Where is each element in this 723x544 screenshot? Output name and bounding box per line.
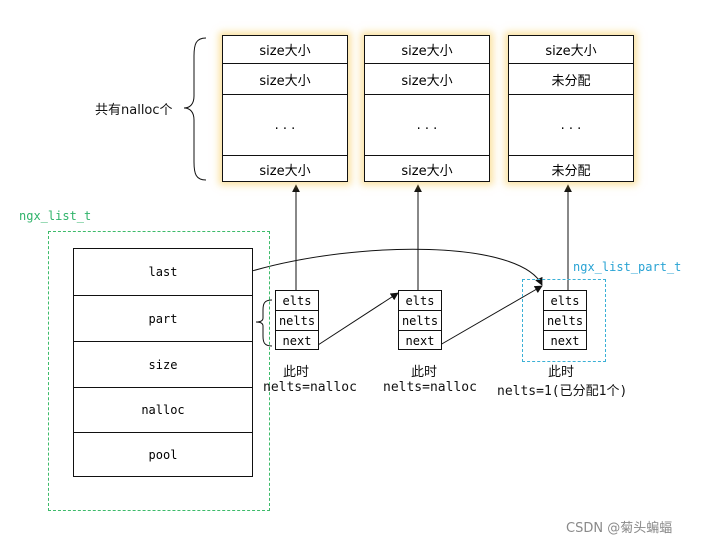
list-field-size: size xyxy=(148,357,178,372)
list-field-last: last xyxy=(148,265,178,279)
list-field-part: part xyxy=(148,311,178,326)
memory-block-1: size大小 size大小 . . . size大小 xyxy=(222,35,348,182)
part-field-elts: elts xyxy=(550,293,580,308)
last-arrow xyxy=(251,248,543,286)
watermark: CSDN @菊头蝙蝠 xyxy=(566,521,673,536)
block-row: size大小 xyxy=(401,163,453,179)
block-ellipsis: . . . xyxy=(416,117,438,133)
part-field-next: next xyxy=(282,333,312,348)
part-field-nelts: nelts xyxy=(546,313,584,328)
block-row: size大小 xyxy=(545,44,597,59)
last-part-container xyxy=(522,279,606,362)
list-struct: last part size nalloc pool xyxy=(73,248,253,477)
part-type-label: ngx_list_part_t xyxy=(573,260,682,274)
list-field-pool: pool xyxy=(148,448,178,462)
nalloc-brace xyxy=(183,37,207,181)
part-brace xyxy=(255,299,273,347)
list-container xyxy=(48,231,270,511)
list-part-2: elts nelts next xyxy=(398,290,442,350)
list-field-nalloc: nalloc xyxy=(141,403,185,417)
block-row: size大小 xyxy=(401,44,453,59)
part-2-nelts-note: nelts=nalloc xyxy=(383,380,477,395)
next-arrow-1 xyxy=(317,292,399,346)
block-row: size大小 xyxy=(401,73,453,89)
part-1-caption: 此时 xyxy=(283,365,310,380)
part-2-caption: 此时 xyxy=(411,365,438,380)
list-type-label: ngx_list_t xyxy=(19,209,92,223)
part-1-nelts-note: nelts=nalloc xyxy=(263,380,357,395)
block-row: size大小 xyxy=(259,163,311,179)
memory-block-2: size大小 size大小 . . . size大小 xyxy=(364,35,490,182)
block-row: size大小 xyxy=(259,44,311,59)
part-field-next: next xyxy=(550,333,580,348)
next-arrow-2 xyxy=(439,285,543,346)
part-field-elts: elts xyxy=(405,293,435,308)
list-part-1: elts nelts next xyxy=(275,290,319,350)
part-field-next: next xyxy=(405,333,435,348)
memory-block-3: size大小 未分配 . . . 未分配 xyxy=(508,35,634,182)
brace-label: 共有nalloc个 xyxy=(95,103,173,118)
part-field-nelts: nelts xyxy=(401,313,439,328)
part-field-nelts: nelts xyxy=(278,313,316,328)
part-field-elts: elts xyxy=(282,293,312,308)
block-row: 未分配 xyxy=(551,163,591,179)
block-ellipsis: . . . xyxy=(560,117,582,133)
part-3-caption: 此时 xyxy=(548,365,575,380)
block-ellipsis: . . . xyxy=(274,117,296,133)
part-3-nelts-note: nelts=1(已分配1个) xyxy=(497,384,628,399)
block-row: size大小 xyxy=(259,73,311,89)
list-part-3: elts nelts next xyxy=(543,290,587,350)
block-row: 未分配 xyxy=(551,73,591,89)
